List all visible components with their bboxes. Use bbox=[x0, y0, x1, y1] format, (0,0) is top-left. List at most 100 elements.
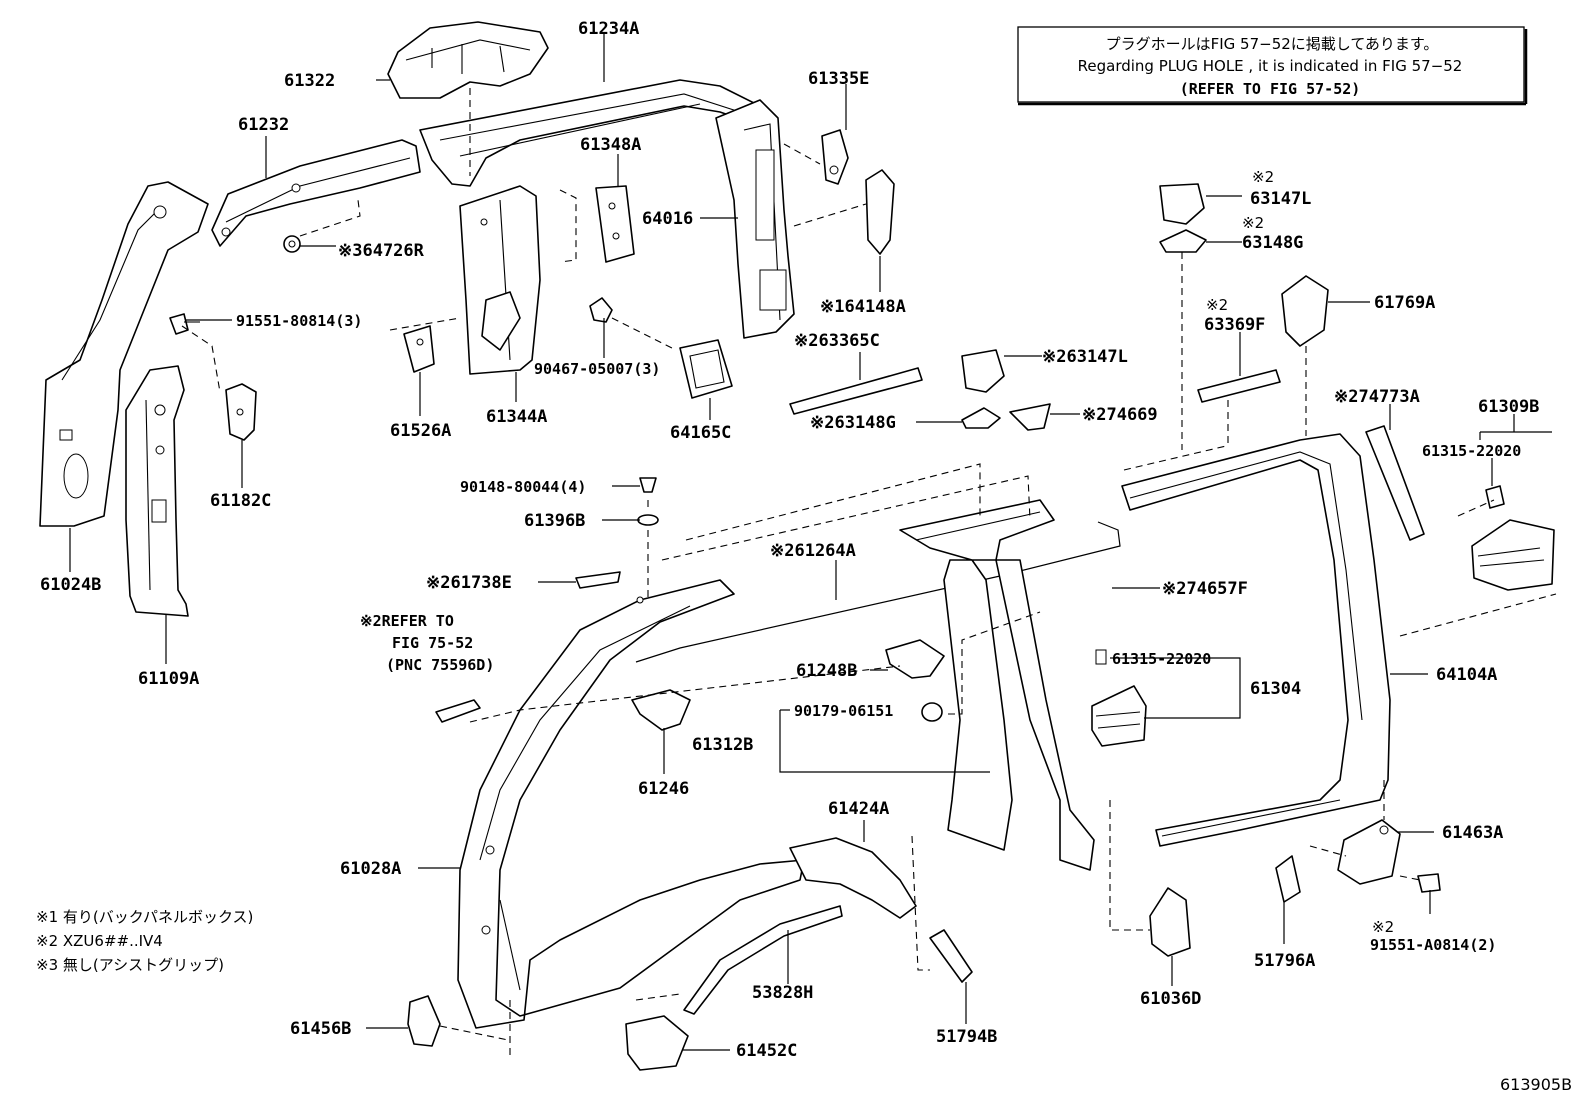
label-63148G-top: 63148G bbox=[1242, 233, 1303, 253]
part-51796A-shape bbox=[1275, 855, 1301, 903]
label-61463A: 61463A bbox=[1442, 823, 1503, 843]
label-61315-22020-top: 61315-22020 bbox=[1422, 442, 1521, 460]
part-61396B-shape bbox=[637, 514, 659, 526]
part-61452C-shape bbox=[625, 1015, 689, 1071]
label-61248B: 61248B bbox=[796, 661, 857, 681]
part-61335E-shape bbox=[821, 129, 849, 185]
label-64726R: ※364726R bbox=[338, 241, 425, 261]
part-61769A-shape bbox=[1281, 275, 1329, 347]
label-51794B: 51794B bbox=[936, 1027, 997, 1047]
part-61526A-shape bbox=[403, 325, 435, 373]
part-61463A-shape bbox=[1337, 819, 1401, 885]
label-61109A: 61109A bbox=[138, 669, 199, 689]
part-90179-nut-shape bbox=[921, 702, 943, 722]
label-74657F: ※274657F bbox=[1162, 579, 1248, 599]
label-91551-80814: 91551-80814(3) bbox=[236, 312, 362, 330]
part-61234A-shape bbox=[419, 79, 769, 187]
part-91551-bolt-shape bbox=[169, 313, 200, 335]
part-63369F-shape bbox=[1197, 369, 1281, 403]
label-64016: 64016 bbox=[642, 209, 693, 229]
label-61738E: ※261738E bbox=[426, 573, 512, 593]
label-63147L-mid: ※263147L bbox=[1042, 347, 1128, 367]
label-61309B: 61309B bbox=[1478, 397, 1539, 417]
label-61304: 61304 bbox=[1250, 679, 1301, 699]
label-61335E: 61335E bbox=[808, 69, 869, 89]
label-61315-22020-mid: 61315-22020 bbox=[1112, 650, 1211, 668]
plug-hole-note: プラグホールはFIG 57−52に掲載してあります。 Regarding PLU… bbox=[1017, 26, 1528, 106]
label-90467-05007: 90467-05007(3) bbox=[534, 360, 660, 378]
part-64148A-shape bbox=[865, 169, 895, 255]
label-61452C: 61452C bbox=[736, 1041, 797, 1061]
label-61028A: 61028A bbox=[340, 859, 401, 879]
label-61456B: 61456B bbox=[290, 1019, 351, 1039]
part-74773A-shape bbox=[1365, 425, 1425, 541]
label-61424A: 61424A bbox=[828, 799, 889, 819]
label-51796A: 51796A bbox=[1254, 951, 1315, 971]
phantom-lines bbox=[181, 88, 1557, 1060]
label-63147L-top: 63147L bbox=[1250, 189, 1311, 209]
label-61246: 61246 bbox=[638, 779, 689, 799]
part-63365C-shape bbox=[789, 367, 923, 415]
label-63369F: 63369F bbox=[1204, 315, 1265, 335]
label-63365C: ※263365C bbox=[794, 331, 880, 351]
label-61232: 61232 bbox=[238, 115, 289, 135]
label-74669: ※274669 bbox=[1082, 405, 1158, 425]
part-63147L-mid-shape bbox=[961, 349, 1005, 393]
part-61456B-shape bbox=[407, 995, 441, 1047]
leader-lines bbox=[69, 34, 1552, 1051]
part-74669-shape bbox=[1009, 403, 1051, 431]
label-61264A: ※261264A bbox=[770, 541, 856, 561]
label-61348A: 61348A bbox=[580, 135, 641, 155]
label-64165C: 64165C bbox=[670, 423, 731, 443]
part-61024B-shape bbox=[39, 181, 209, 527]
label-61024B: 61024B bbox=[40, 575, 101, 595]
label-61036D: 61036D bbox=[1140, 989, 1201, 1009]
part-61424A-shape bbox=[789, 837, 917, 919]
part-64104A-shape bbox=[1121, 433, 1391, 847]
label-63148G-mid: ※263148G bbox=[810, 413, 896, 433]
part-90148-screw-shape bbox=[639, 477, 657, 493]
label-90179-06151: 90179-06151 bbox=[794, 702, 893, 720]
part-61309B-shape bbox=[1471, 485, 1555, 591]
part-51794B-shape bbox=[929, 929, 973, 983]
part-64165C-shape bbox=[679, 339, 733, 399]
mark-91551-A0814: ※2 bbox=[1372, 918, 1394, 936]
label-61322: 61322 bbox=[284, 71, 335, 91]
label-64104A: 64104A bbox=[1436, 665, 1497, 685]
part-drawings bbox=[39, 21, 1555, 1071]
part-61182C-shape bbox=[225, 383, 257, 441]
part-61348A-shape bbox=[595, 185, 635, 263]
label-91551-A0814: 91551-A0814(2) bbox=[1370, 936, 1496, 954]
note-line-3: (REFER TO FIG 57-52) bbox=[1180, 80, 1361, 98]
part-61304-shape bbox=[1091, 649, 1147, 747]
note-line-1: プラグホールはFIG 57−52に掲載してあります。 bbox=[1106, 35, 1439, 53]
part-63148G-top-shape bbox=[1159, 229, 1207, 253]
part-75596D-shape bbox=[435, 699, 481, 723]
label-61182C: 61182C bbox=[210, 491, 271, 511]
figure-id: 613905B bbox=[1500, 1075, 1572, 1094]
part-90467-clip-shape bbox=[589, 297, 613, 323]
label-61234A: 61234A bbox=[578, 19, 639, 39]
label-61344A: 61344A bbox=[486, 407, 547, 427]
part-61322-shape bbox=[387, 21, 549, 99]
refer-line-1: ※2REFER TO bbox=[360, 612, 454, 630]
legend-item-2: ※2 XZU6##..IV4 bbox=[36, 932, 163, 950]
part-61738E-shape bbox=[575, 571, 621, 589]
part-61028A-shape bbox=[457, 579, 805, 1029]
label-53828H: 53828H bbox=[752, 983, 813, 1003]
part-91551-A0814-bolt-shape bbox=[1417, 873, 1441, 893]
part-61036D-shape bbox=[1149, 887, 1191, 957]
mark-63148G-top: ※2 bbox=[1242, 214, 1264, 232]
part-61248B-shape bbox=[885, 639, 945, 679]
label-61312B: 61312B bbox=[692, 735, 753, 755]
note-line-2: Regarding PLUG HOLE , it is indicated in… bbox=[1078, 57, 1463, 75]
part-63148G-mid-shape bbox=[961, 407, 1001, 429]
part-64726R-shape bbox=[283, 235, 301, 253]
label-61769A: 61769A bbox=[1374, 293, 1435, 313]
refer-line-2: FIG 75-52 bbox=[392, 634, 473, 652]
part-53828H-shape bbox=[683, 905, 843, 1015]
label-64148A: ※164148A bbox=[820, 297, 906, 317]
legend-item-1: ※1 有り(バックパネルボックス) bbox=[36, 908, 253, 926]
part-labels: 61234A 61322 61232 61335E 61348A 64016 ※… bbox=[40, 19, 1539, 1061]
